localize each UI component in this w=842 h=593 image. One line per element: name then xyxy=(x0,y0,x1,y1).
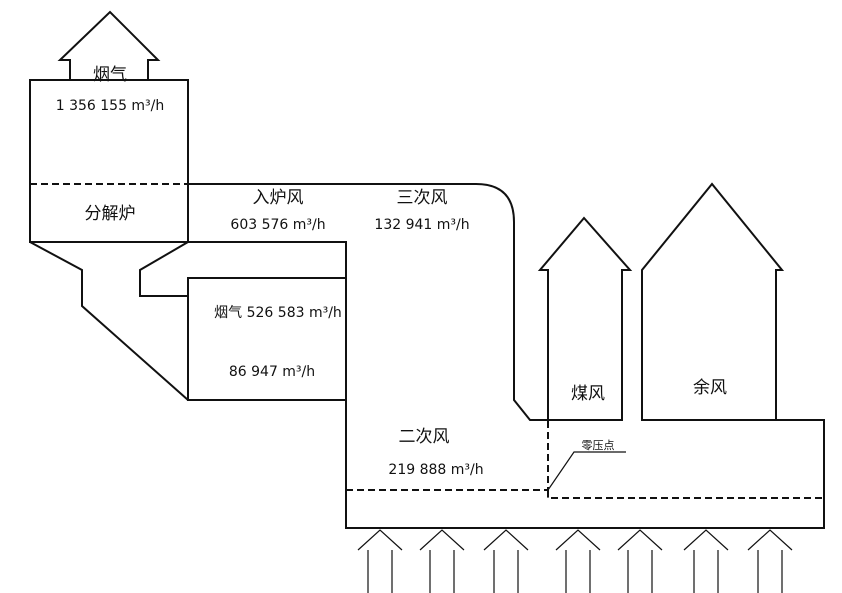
preheater-flue-gas-label: 烟气 526 583 m³/h xyxy=(214,305,342,321)
calciner-inner-cone xyxy=(139,241,189,297)
coal-air-arrow xyxy=(537,216,633,421)
zero-pressure-leader xyxy=(547,451,626,491)
furnace-air-label: 入炉风 xyxy=(253,188,304,208)
inlet-arrow xyxy=(483,529,529,593)
inlet-arrow xyxy=(555,529,601,593)
tertiary-air-rate: 132 941 m³/h xyxy=(374,217,469,233)
tertiary-air-duct xyxy=(188,183,548,421)
inlet-arrow xyxy=(419,529,465,593)
inlet-arrow xyxy=(357,529,403,593)
kiln-body-outline xyxy=(345,400,825,529)
secondary-air-rate: 219 888 m³/h xyxy=(388,462,483,478)
cooler-air-inlet-arrows xyxy=(357,529,793,593)
zero-pressure-point-label: 零压点 xyxy=(582,439,615,452)
top-flue-gas-rate: 1 356 155 m³/h xyxy=(56,98,165,114)
excess-air-label: 余风 xyxy=(693,378,727,398)
flue-gas-exhaust-arrow xyxy=(57,10,161,80)
furnace-air-rate: 603 576 m³/h xyxy=(230,217,325,233)
preheater-rate: 86 947 m³/h xyxy=(229,364,315,380)
inlet-arrow xyxy=(617,529,663,593)
secondary-air-label: 二次风 xyxy=(399,427,450,447)
excess-air-arrow xyxy=(641,182,785,421)
preheater-box xyxy=(187,277,347,401)
calciner-label: 分解炉 xyxy=(85,204,136,224)
tertiary-air-label: 三次风 xyxy=(397,188,448,208)
coal-air-label: 煤风 xyxy=(571,384,605,404)
top-flue-gas-label: 烟气 xyxy=(93,65,127,85)
inlet-arrow xyxy=(747,529,793,593)
inlet-arrow xyxy=(683,529,729,593)
calciner-cone xyxy=(29,241,189,401)
furnace-air-duct-inner xyxy=(188,241,347,278)
